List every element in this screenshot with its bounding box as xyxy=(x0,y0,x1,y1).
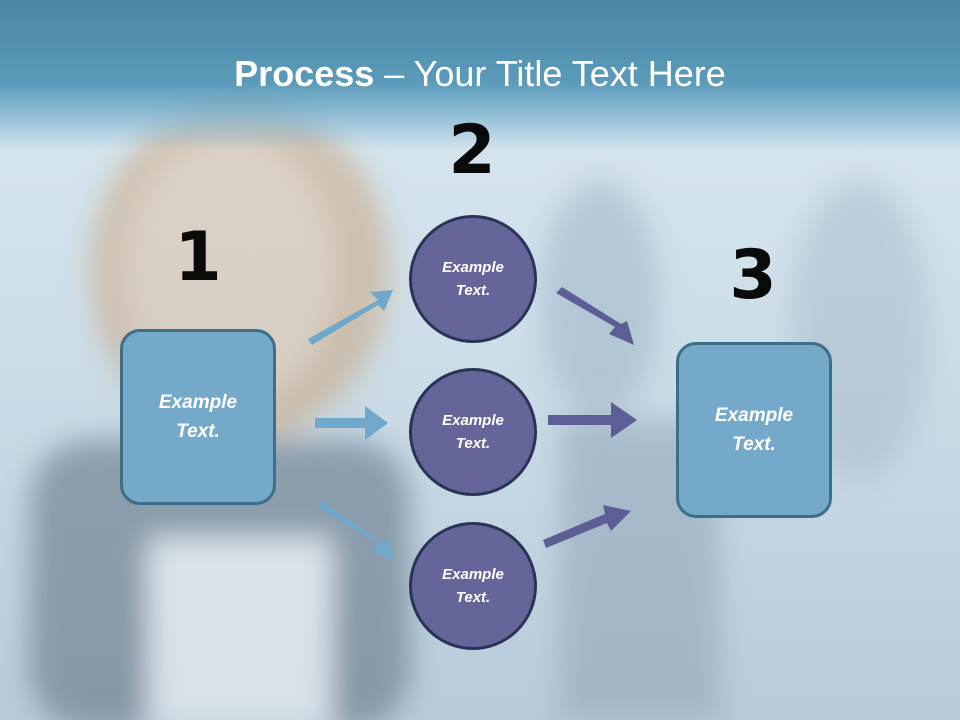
slide-title: Process – Your Title Text Here xyxy=(0,52,960,96)
left-arrows xyxy=(308,290,393,561)
arrow-to-circle-3 xyxy=(317,501,392,561)
process-circle-3: Example Text. xyxy=(409,522,537,650)
left-box-line1: Example xyxy=(158,392,238,413)
process-circle-2: Example Text. xyxy=(409,368,537,496)
circle-2-line2: Text. xyxy=(455,435,491,452)
arrow-from-circle-3 xyxy=(543,505,631,548)
step-number-3: 3 xyxy=(729,236,777,315)
title-rest: – Your Title Text Here xyxy=(374,53,726,94)
circle-2-line1: Example xyxy=(442,412,504,429)
circle-1-line2: Text. xyxy=(455,282,491,299)
right-arrows xyxy=(543,287,637,548)
left-box-line2: Text. xyxy=(176,421,220,442)
process-circle-1: Example Text. xyxy=(409,215,537,343)
right-process-box: Example Text. xyxy=(676,342,832,518)
circle-1-line1: Example xyxy=(442,259,504,276)
title-bold: Process xyxy=(234,53,375,94)
right-box-line2: Text. xyxy=(732,434,776,455)
left-process-box: Example Text. xyxy=(120,329,276,505)
arrow-from-circle-1 xyxy=(556,287,634,345)
arrow-to-circle-1 xyxy=(308,290,393,345)
arrow-from-circle-2 xyxy=(548,402,637,438)
circle-3-line1: Example xyxy=(442,566,504,583)
step-number-1: 1 xyxy=(174,218,222,297)
step-number-2: 2 xyxy=(448,111,496,190)
right-box-line1: Example xyxy=(714,405,794,426)
circle-3-line2: Text. xyxy=(455,589,491,606)
title-band xyxy=(0,0,960,150)
arrow-to-circle-2 xyxy=(315,406,388,440)
